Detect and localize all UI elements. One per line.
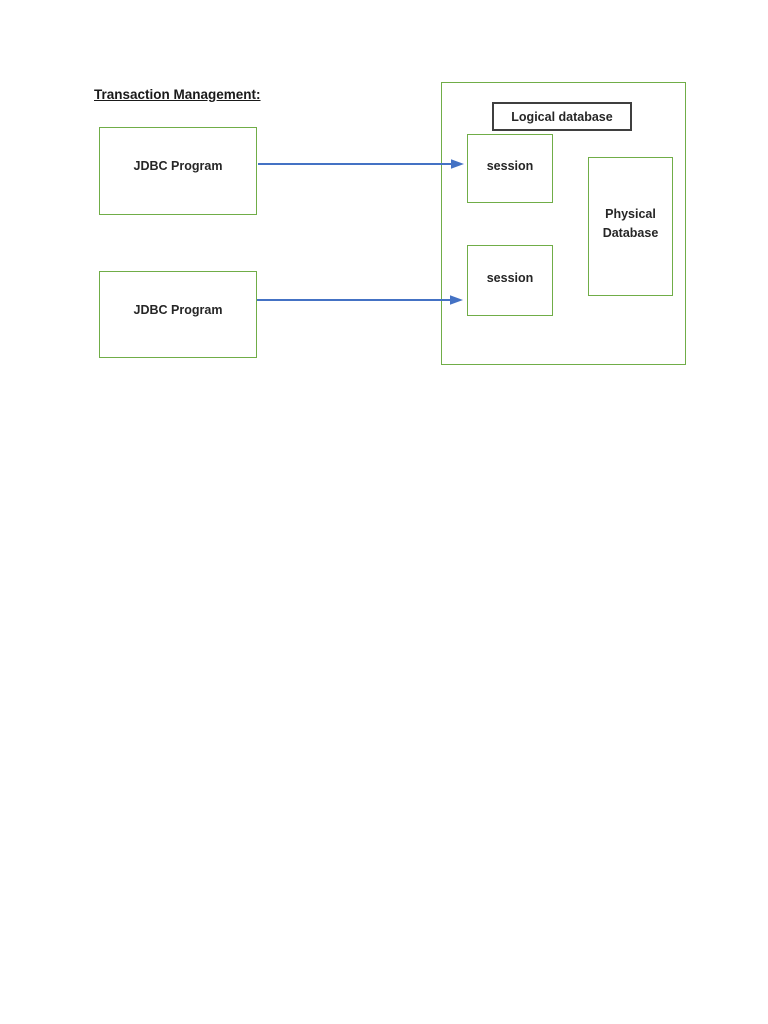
node-session-2: session [467,245,553,316]
node-jdbc-program-1: JDBC Program [99,127,257,215]
physical-database-label: Physical Database [602,207,659,240]
node-logical-database: Logical database [492,102,632,131]
session-2-label: session [486,270,534,285]
arrow-jdbc1-to-session1 [258,159,464,169]
arrow-jdbc2-to-session2 [257,295,463,305]
jdbc-program-1-label: JDBC Program [133,159,223,173]
page-title: Transaction Management: [94,87,261,102]
jdbc-program-2-label: JDBC Program [133,302,223,317]
node-jdbc-program-2: JDBC Program [99,271,257,358]
logical-database-label: Logical database [511,109,613,124]
node-physical-database: Physical Database [588,157,673,296]
logical-database-container [441,82,686,365]
node-session-1: session [467,134,553,203]
session-1-label: session [486,158,534,173]
